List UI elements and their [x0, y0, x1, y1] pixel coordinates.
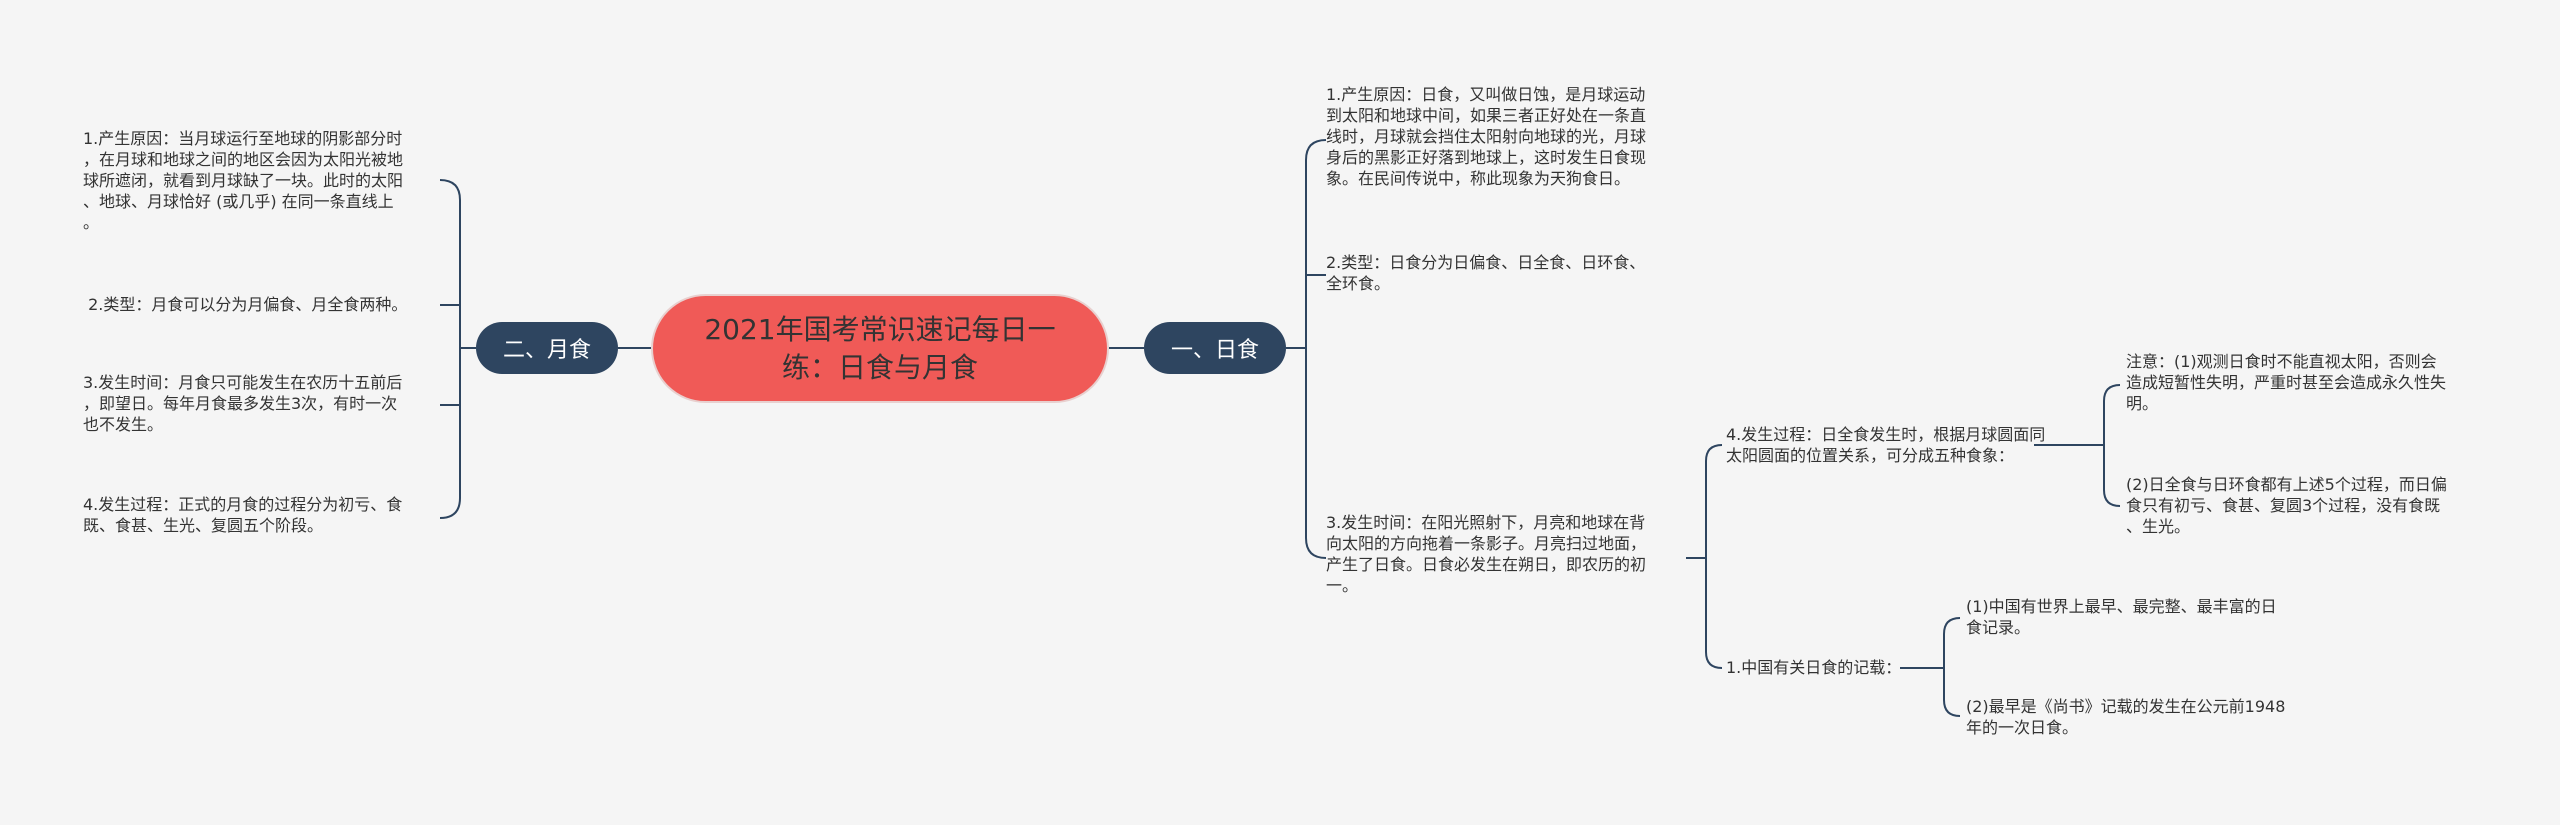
central-topic[interactable]: 2021年国考常识速记每日一练：日食与月食 [651, 294, 1109, 403]
solar-process-stages[interactable]: (2)日全食与日环食都有上述5个过程，而日偏 食只有初亏、食甚、复圆3个过程，没… [2126, 475, 2447, 536]
solar-process[interactable]: 4.发生过程：日全食发生时，根据月球圆面同 太阳圆面的位置关系，可分成五种食象： [1726, 425, 2046, 465]
branch-lunar-eclipse-label: 二、月食 [502, 338, 591, 363]
branch-solar-eclipse-label: 一、日食 [1170, 338, 1259, 363]
solar-record-earliest[interactable]: (1)中国有世界上最早、最完整、最丰富的日 食记录。 [1966, 597, 2277, 637]
lunar-types[interactable]: 2.类型：月食可以分为月偏食、月全食两种。 [83, 295, 408, 314]
branch-lunar-eclipse[interactable]: 二、月食 [476, 322, 618, 374]
lunar-process[interactable]: 4.发生过程：正式的月食的过程分为初亏、食 既、食甚、生光、复圆五个阶段。 [83, 495, 403, 535]
lunar-cause[interactable]: 1.产生原因：当月球运行至地球的阴影部分时 ，在月球和地球之间的地区会因为太阳光… [83, 129, 404, 232]
lunar-time[interactable]: 3.发生时间：月食只可能发生在农历十五前后 ，即望日。每年月食最多发生3次，有时… [83, 373, 403, 434]
solar-record-shangshu[interactable]: (2)最早是《尚书》记载的发生在公元前1948 年的一次日食。 [1966, 697, 2286, 737]
solar-cause[interactable]: 1.产生原因：日食，又叫做日蚀，是月球运动 到太阳和地球中间，如果三者正好处在一… [1326, 85, 1647, 188]
solar-records[interactable]: 1.中国有关日食的记载： [1726, 658, 1902, 677]
solar-types[interactable]: 2.类型：日食分为日偏食、日全食、日环食、 全环食。 [1326, 253, 1646, 293]
solar-process-note[interactable]: 注意：(1)观测日食时不能直视太阳，否则会 造成短暂性失明，严重时甚至会造成永久… [2126, 352, 2447, 413]
solar-time[interactable]: 3.发生时间：在阳光照射下，月亮和地球在背 向太阳的方向拖着一条影子。月亮扫过地… [1326, 513, 1647, 595]
branch-solar-eclipse[interactable]: 一、日食 [1144, 322, 1286, 374]
central-topic-label: 2021年国考常识速记每日一练：日食与月食 [704, 312, 1056, 384]
